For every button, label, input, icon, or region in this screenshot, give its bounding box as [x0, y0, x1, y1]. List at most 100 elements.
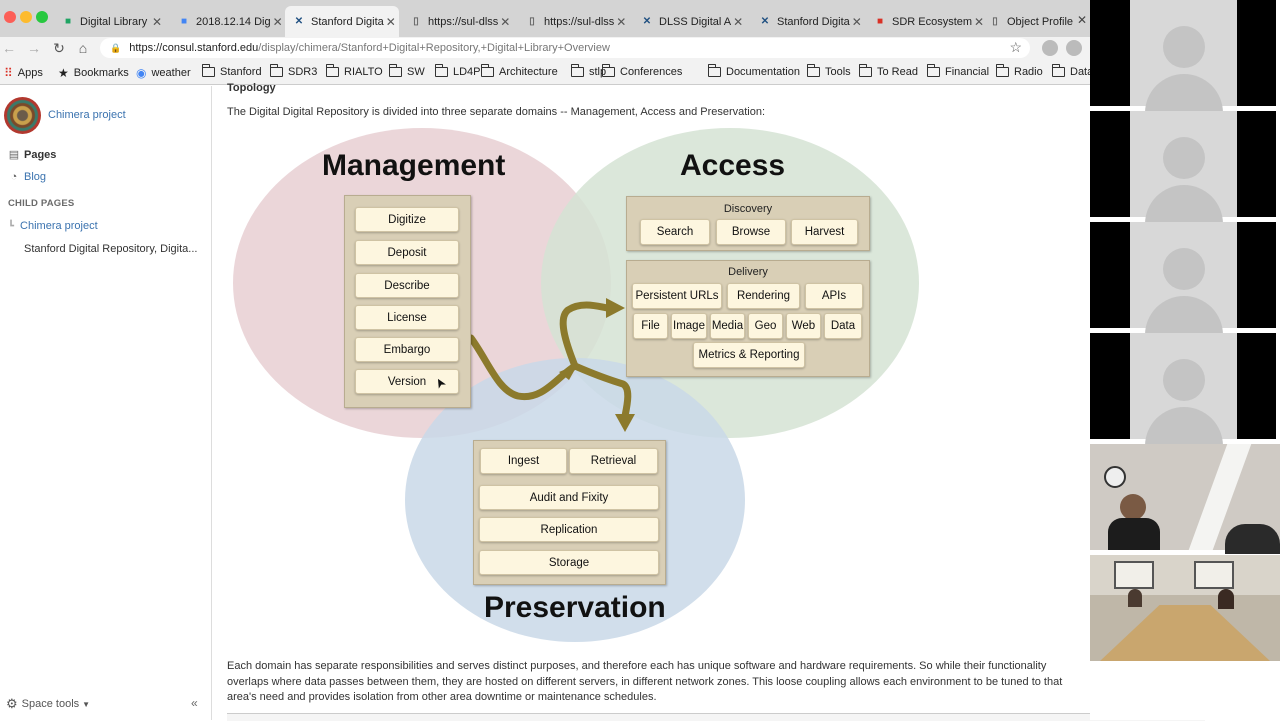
bookmark-label: Radio — [1014, 66, 1043, 78]
participant-tile[interactable] — [1090, 111, 1280, 245]
avatar-head — [1163, 26, 1205, 68]
participant-tile[interactable] — [1090, 333, 1280, 467]
room-window — [1114, 561, 1154, 589]
space-logo[interactable] — [4, 97, 41, 134]
close-tab-icon[interactable]: ✕ — [385, 14, 396, 29]
bookmark-label: Architecture — [499, 66, 558, 78]
bookmark-to-read[interactable]: To Read — [859, 64, 918, 78]
space-tools-menu[interactable]: ⚙ Space tools ▼ — [6, 696, 90, 712]
home-button[interactable]: ⌂ — [78, 40, 88, 56]
bookmark-architecture[interactable]: Architecture — [481, 64, 558, 78]
tab-2[interactable]: ■2018.12.14 Dig✕ — [170, 6, 284, 37]
folder-icon — [996, 64, 1009, 77]
bookmark-radio[interactable]: Radio — [996, 64, 1043, 78]
management-item-embargo: Embargo — [355, 337, 459, 362]
tab-1[interactable]: ■Digital Library✕ — [54, 6, 168, 37]
bookmark-sdr3[interactable]: SDR3 — [270, 64, 318, 78]
bookmark-ld4p[interactable]: LD4P — [435, 64, 481, 78]
tab-4[interactable]: ▯https://sul-dlss✕ — [402, 6, 516, 37]
confluence-icon: ✕ — [294, 16, 304, 27]
blog-label: Blog — [24, 171, 47, 183]
tab-7[interactable]: ✕Stanford Digita✕ — [751, 6, 865, 37]
speaker-body — [1108, 518, 1160, 550]
close-tab-icon[interactable]: ✕ — [1077, 13, 1088, 27]
bookmark-weather[interactable]: ◉weather — [136, 66, 191, 80]
meeting-participant — [1218, 589, 1234, 609]
page-content: Topology The Digital Digital Repository … — [213, 82, 1205, 721]
data-flow-arrows — [467, 298, 635, 432]
bookmark-stlp[interactable]: stlp — [571, 64, 606, 78]
space-tools-label: Space tools — [21, 698, 80, 710]
bookmark-rialto[interactable]: RIALTO — [326, 64, 383, 78]
bookmark-data[interactable]: Data — [1052, 64, 1093, 78]
camera-feed-room[interactable] — [1090, 555, 1280, 661]
tab-5[interactable]: ▯https://sul-dlss✕ — [518, 6, 632, 37]
profile-icon[interactable] — [1066, 40, 1082, 56]
back-button[interactable]: ← — [2, 40, 16, 56]
wall-clock — [1104, 466, 1126, 488]
tab-title: SDR Ecosystem — [892, 15, 973, 28]
rss-icon: ◔ — [10, 171, 18, 183]
folder-icon — [481, 64, 494, 77]
confluence-icon: ✕ — [642, 16, 652, 27]
management-item-license: License — [355, 305, 459, 330]
bookmark-stanford[interactable]: Stanford — [202, 64, 262, 78]
apps-grid-icon: ⠿ — [4, 66, 13, 80]
delivery-item-image: Image — [671, 313, 707, 339]
close-tab-icon[interactable]: ✕ — [733, 14, 744, 29]
child-page-current[interactable]: Stanford Digital Repository, Digita... — [24, 243, 198, 255]
close-tab-icon[interactable]: ✕ — [974, 14, 985, 29]
preservation-title: Preservation — [484, 591, 666, 624]
participant-tile[interactable] — [1090, 222, 1280, 356]
delivery-item-metrics-reporting: Metrics & Reporting — [693, 342, 805, 368]
extension-icon[interactable] — [1042, 40, 1058, 56]
bookmark-conferences[interactable]: Conferences — [602, 64, 682, 78]
bookmark-label: SDR3 — [288, 66, 318, 78]
tab-9[interactable]: ▯Object Profile — [981, 6, 1089, 37]
gear-icon: ⚙ — [6, 696, 18, 711]
close-tab-icon[interactable]: ✕ — [151, 14, 163, 29]
close-tab-icon[interactable]: ✕ — [851, 14, 862, 29]
maximize-window-button[interactable] — [36, 11, 48, 23]
tab-3[interactable]: ✕Stanford Digita✕ — [285, 6, 399, 37]
child-pages-heading: CHILD PAGES — [8, 198, 75, 209]
delivery-item-file: File — [633, 313, 668, 339]
close-tab-icon[interactable]: ✕ — [500, 14, 511, 29]
bookmark-apps[interactable]: ⠿Apps — [4, 66, 43, 80]
tab-6[interactable]: ✕DLSS Digital A✕ — [633, 6, 747, 37]
preservation-arrowhead — [615, 414, 635, 432]
forward-button[interactable]: → — [27, 40, 41, 56]
close-tab-icon[interactable]: ✕ — [616, 14, 627, 29]
weather-icon: ◉ — [136, 66, 147, 80]
tab-8[interactable]: ■ SDR Ecosystem✕ — [866, 6, 984, 37]
collapse-sidebar-button[interactable]: « — [191, 696, 198, 710]
folder-icon — [1052, 64, 1065, 77]
reload-button[interactable]: ↻ — [53, 40, 65, 56]
address-bar[interactable]: 🔒 https://consul.stanford.edu/display/ch… — [100, 38, 1030, 58]
bookmark-star-icon[interactable]: ☆ — [1009, 39, 1022, 55]
close-tab-icon[interactable]: ✕ — [272, 14, 283, 29]
bookmark-sw[interactable]: SW — [389, 64, 425, 78]
page-icon: ▯ — [413, 16, 419, 27]
sidebar-item-pages[interactable]: ▤ Pages — [8, 148, 57, 162]
minimize-window-button[interactable] — [20, 11, 32, 23]
child-page-link[interactable]: ┗ Chimera project — [8, 220, 98, 232]
pages-label: Pages — [24, 148, 57, 161]
participant-tile[interactable] — [1090, 0, 1280, 134]
bookmark-documentation[interactable]: Documentation — [708, 64, 800, 78]
preservation-item-ingest: Ingest — [480, 448, 567, 474]
delivery-item-rendering: Rendering — [727, 283, 800, 309]
management-item-deposit: Deposit — [355, 240, 459, 265]
slides-icon: ■ — [876, 16, 884, 27]
bookmark-bookmarks[interactable]: ★Bookmarks — [58, 66, 129, 80]
close-window-button[interactable] — [4, 11, 16, 23]
camera-feed-speaker[interactable] — [1090, 444, 1280, 554]
delivery-item-media: Media — [710, 313, 745, 339]
tile-edge — [1276, 333, 1280, 439]
space-name-link[interactable]: Chimera project — [48, 109, 126, 121]
bookmark-financial[interactable]: Financial — [927, 64, 989, 78]
folder-icon — [927, 64, 940, 77]
sidebar-item-blog[interactable]: ◔ Blog — [8, 171, 46, 183]
folder-icon — [859, 64, 872, 77]
bookmark-tools[interactable]: Tools — [807, 64, 851, 78]
